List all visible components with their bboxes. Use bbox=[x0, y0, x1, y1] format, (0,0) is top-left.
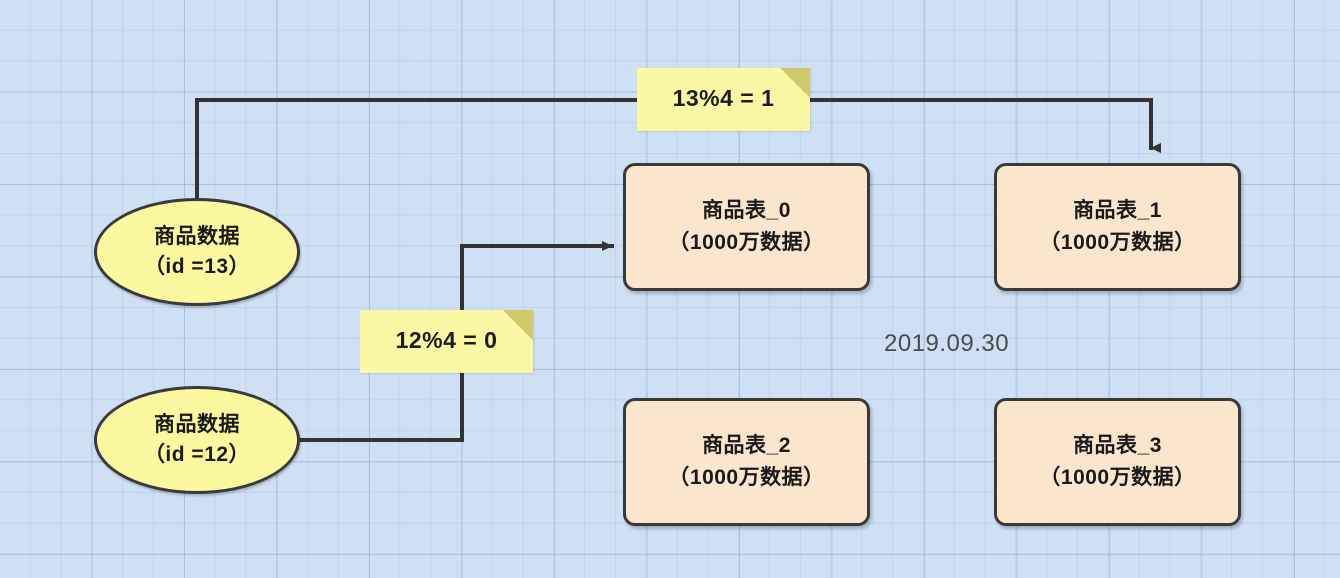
note-fold-icon bbox=[503, 310, 533, 340]
table-2-line2: （1000万数据） bbox=[668, 466, 825, 489]
table-1-line1: 商品表_1 bbox=[1073, 199, 1162, 222]
note-fold-icon bbox=[780, 68, 810, 98]
node-table-2[interactable]: 商品表_2 （1000万数据） bbox=[623, 398, 870, 526]
node-source-id13[interactable]: 商品数据 （id =13） bbox=[94, 198, 300, 306]
node-source-id12[interactable]: 商品数据 （id =12） bbox=[94, 386, 300, 494]
table-3-line1: 商品表_3 bbox=[1073, 434, 1162, 457]
node-table-1[interactable]: 商品表_1 （1000万数据） bbox=[994, 163, 1241, 291]
table-2-line1: 商品表_2 bbox=[702, 434, 791, 457]
source-id12-line2: （id =12） bbox=[143, 443, 251, 466]
sticky-note-12-mod-4-text: 12%4 = 0 bbox=[395, 327, 498, 353]
table-0-line1: 商品表_0 bbox=[702, 199, 791, 222]
table-3-line2: （1000万数据） bbox=[1039, 466, 1196, 489]
table-1-line2: （1000万数据） bbox=[1039, 231, 1196, 254]
node-table-3[interactable]: 商品表_3 （1000万数据） bbox=[994, 398, 1241, 526]
table-0-line2: （1000万数据） bbox=[668, 231, 825, 254]
source-id12-line1: 商品数据 bbox=[154, 413, 240, 436]
source-id13-line1: 商品数据 bbox=[154, 225, 240, 248]
source-id13-line2: （id =13） bbox=[143, 255, 251, 278]
node-table-0[interactable]: 商品表_0 （1000万数据） bbox=[623, 163, 870, 291]
date-stamp: 2019.09.30 bbox=[884, 330, 1010, 357]
sticky-note-13-mod-4-text: 13%4 = 1 bbox=[672, 85, 775, 111]
sticky-note-13-mod-4[interactable]: 13%4 = 1 bbox=[637, 68, 810, 131]
sticky-note-12-mod-4[interactable]: 12%4 = 0 bbox=[360, 310, 533, 373]
